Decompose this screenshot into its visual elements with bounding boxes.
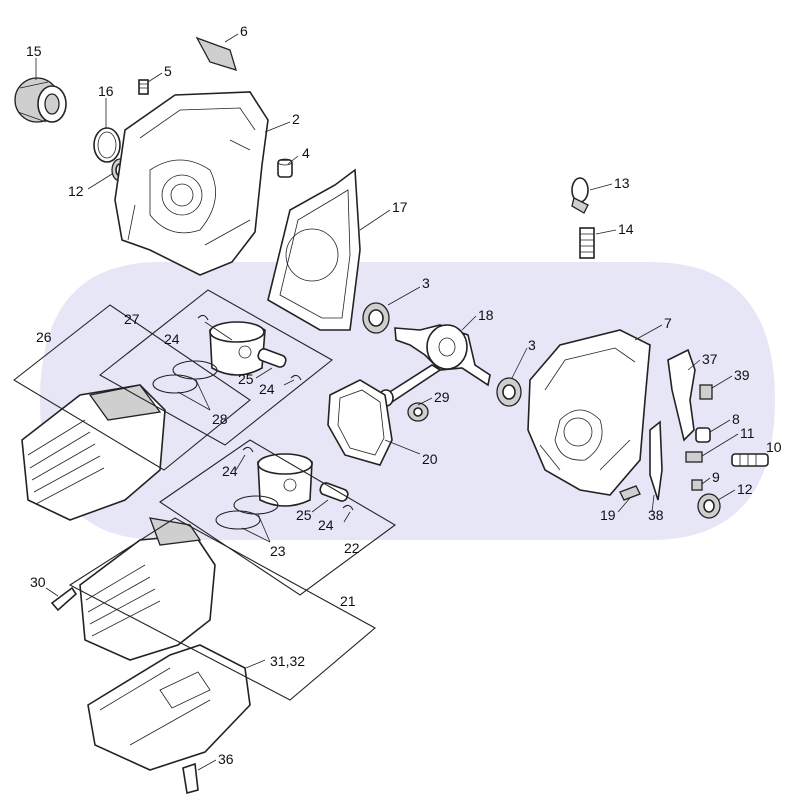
part-39-screw xyxy=(699,384,713,400)
part-28-rings xyxy=(152,360,218,394)
part-38-plate xyxy=(649,420,663,501)
part-10-stud xyxy=(731,453,769,467)
part-14-adjuster xyxy=(579,227,595,259)
callout-37: 37 xyxy=(702,351,718,367)
callout-7: 7 xyxy=(664,315,672,331)
callout-20: 20 xyxy=(422,451,438,467)
callout-9: 9 xyxy=(712,469,720,485)
callout-13: 13 xyxy=(614,175,630,191)
part-23-rings xyxy=(215,495,279,530)
callout-26: 26 xyxy=(36,329,52,345)
callout-23: 23 xyxy=(270,543,286,559)
callout-12-right: 12 xyxy=(737,481,753,497)
callout-38: 38 xyxy=(648,507,664,523)
callout-4: 4 xyxy=(302,145,310,161)
part-2-crankcase-left xyxy=(114,91,269,276)
part-7-crankcase-right xyxy=(527,329,651,496)
part-15-valve xyxy=(14,77,67,123)
part-9-screw xyxy=(691,479,703,491)
part-27-piston xyxy=(209,321,266,376)
part-30-screw xyxy=(50,586,78,612)
part-37-bracket xyxy=(667,348,696,442)
part-31-32-muffler xyxy=(87,644,251,771)
part-11-screw xyxy=(685,451,703,463)
callout-31-32: 31,32 xyxy=(270,653,305,669)
part-5-screw xyxy=(138,79,149,95)
callout-10: 10 xyxy=(766,439,782,455)
callout-6: 6 xyxy=(240,23,248,39)
part-18-crankshaft xyxy=(378,324,491,407)
callout-16: 16 xyxy=(98,83,114,99)
part-19-screw xyxy=(619,485,641,501)
part-12-seal-right xyxy=(697,493,721,519)
part-8-bush xyxy=(695,427,711,443)
callout-24-lower-b: 24 xyxy=(318,517,334,533)
part-25-pin-upper xyxy=(197,314,302,381)
part-29-needle-bearing xyxy=(407,402,429,422)
callout-14: 14 xyxy=(618,221,634,237)
part-16-oring xyxy=(93,127,121,163)
callout-3-left: 3 xyxy=(422,275,430,291)
callout-25-upper: 25 xyxy=(238,371,254,387)
callout-15: 15 xyxy=(26,43,42,59)
callout-3-right: 3 xyxy=(528,337,536,353)
callout-36: 36 xyxy=(218,751,234,767)
callout-5: 5 xyxy=(164,63,172,79)
part-26-cylinder xyxy=(21,384,166,521)
callout-22: 22 xyxy=(344,540,360,556)
callout-11: 11 xyxy=(740,425,755,441)
part-3-bearing-left xyxy=(362,302,390,334)
part-22-piston xyxy=(257,453,313,507)
callout-21: 21 xyxy=(340,593,356,609)
callout-17: 17 xyxy=(392,199,408,215)
frame-lower xyxy=(68,439,396,701)
callout-12-left: 12 xyxy=(68,183,84,199)
part-36-screw xyxy=(182,762,199,795)
frame-upper xyxy=(13,289,333,471)
callout-30: 30 xyxy=(30,574,46,590)
callouts: 15 16 12 2 5 6 4 17 13 14 3 18 3 7 37 39… xyxy=(26,23,782,767)
part-4-bush xyxy=(277,158,293,178)
part-17-gasket xyxy=(267,168,361,331)
callout-2: 2 xyxy=(292,111,300,127)
part-3-bearing-right xyxy=(496,377,522,407)
callout-18: 18 xyxy=(478,307,494,323)
callout-29: 29 xyxy=(434,389,450,405)
part-20-gasket xyxy=(327,379,393,466)
callout-27: 27 xyxy=(124,311,140,327)
leader-lines xyxy=(35,33,739,771)
callout-19: 19 xyxy=(600,507,616,523)
callout-25-lower: 25 xyxy=(296,507,312,523)
part-13-hook xyxy=(571,177,589,214)
callout-24-lower-a: 24 xyxy=(222,463,238,479)
callout-39: 39 xyxy=(734,367,750,383)
callout-24-upper-a: 24 xyxy=(164,331,180,347)
callout-24-upper-b: 24 xyxy=(259,381,275,397)
part-6-plate xyxy=(195,36,237,71)
part-21-cylinder xyxy=(79,517,216,661)
callout-28: 28 xyxy=(212,411,228,427)
callout-8: 8 xyxy=(732,411,740,427)
